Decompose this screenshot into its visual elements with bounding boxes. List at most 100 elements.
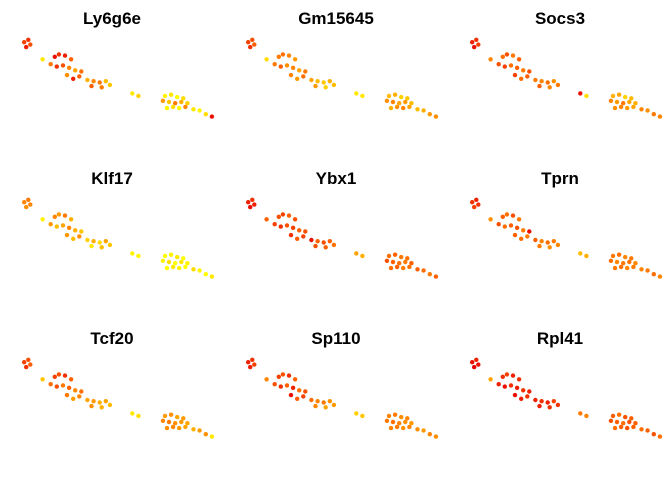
cell-point — [28, 202, 33, 207]
cell-point — [48, 61, 53, 67]
cell-point — [85, 397, 90, 403]
cell-point — [405, 256, 410, 261]
cell-point — [354, 251, 359, 256]
cell-point — [631, 264, 636, 270]
cell-point — [521, 228, 526, 233]
cell-point — [627, 259, 632, 265]
cell-point — [415, 107, 420, 112]
cell-point — [103, 399, 109, 404]
cell-point — [470, 40, 475, 45]
cell-point — [331, 82, 337, 88]
cell-point — [22, 40, 27, 45]
cell-point — [639, 427, 644, 432]
cell-point — [309, 397, 314, 403]
cell-point — [384, 98, 390, 104]
cell-point — [621, 421, 626, 426]
cell-point — [386, 93, 392, 99]
cell-point — [508, 223, 514, 228]
cell-point — [415, 267, 420, 272]
cell-point — [407, 424, 412, 430]
cell-point — [386, 253, 392, 259]
cell-point — [26, 37, 31, 42]
cell-point — [209, 434, 215, 439]
cell-point — [633, 101, 638, 106]
cell-point — [181, 416, 186, 421]
cell-point — [71, 396, 76, 401]
cell-point — [360, 413, 365, 419]
cell-point — [651, 432, 656, 437]
cell-point — [629, 96, 634, 101]
cell-point — [248, 204, 253, 210]
cell-point — [539, 239, 544, 244]
cell-point — [66, 65, 72, 71]
cell-point — [62, 213, 68, 218]
cell-point — [612, 425, 618, 431]
cell-point — [280, 52, 286, 57]
cell-point — [578, 251, 583, 256]
cell-point — [26, 197, 31, 202]
cell-point — [510, 373, 516, 378]
cell-point — [284, 223, 290, 228]
cell-point — [474, 37, 479, 42]
cell-point — [618, 264, 624, 270]
cell-point — [185, 261, 190, 266]
cell-point — [527, 229, 532, 234]
cell-point — [280, 372, 286, 377]
cell-point — [301, 74, 306, 79]
cell-point — [512, 72, 518, 78]
cell-point — [623, 414, 628, 420]
cell-point — [177, 425, 182, 431]
cell-point — [24, 44, 29, 50]
cell-point — [331, 402, 337, 408]
cell-point — [197, 428, 202, 433]
cell-point — [64, 72, 70, 78]
cell-point — [427, 272, 432, 277]
cell-point — [472, 204, 477, 210]
cell-point — [502, 64, 507, 69]
cell-point — [651, 272, 656, 277]
cell-point — [519, 396, 524, 401]
cell-point — [608, 418, 614, 423]
cell-point — [130, 251, 135, 256]
cell-point — [614, 259, 620, 265]
cell-point — [252, 202, 257, 207]
cell-point — [288, 72, 294, 78]
cell-point — [476, 42, 481, 47]
cell-point — [631, 424, 636, 430]
cell-point — [170, 264, 176, 270]
cell-point — [71, 236, 76, 241]
cell-point — [297, 228, 302, 233]
feature-panel-5: Ybx1 — [246, 169, 439, 279]
cell-point — [504, 52, 510, 57]
cell-point — [384, 418, 390, 423]
cell-point — [633, 421, 638, 426]
cell-point — [54, 224, 59, 229]
cell-point — [175, 254, 180, 260]
panel-title: Klf17 — [91, 169, 133, 188]
cell-point — [488, 57, 493, 62]
cell-point — [183, 104, 188, 110]
cell-point — [22, 200, 27, 205]
cell-point — [24, 364, 29, 370]
cell-point — [502, 224, 507, 229]
cell-point — [584, 93, 589, 99]
cell-point — [280, 212, 286, 217]
cell-point — [99, 405, 104, 410]
cell-point — [415, 427, 420, 432]
cell-point — [525, 394, 530, 399]
cell-point — [631, 104, 636, 110]
cell-point — [272, 61, 277, 67]
cell-point — [476, 362, 481, 367]
cell-point — [399, 414, 404, 420]
cell-point — [421, 108, 426, 113]
cell-point — [173, 261, 178, 266]
cell-point — [136, 253, 141, 259]
cell-point — [272, 382, 277, 387]
cell-point — [512, 392, 518, 398]
cell-point — [315, 399, 320, 404]
cell-point — [181, 256, 186, 261]
cell-point — [537, 83, 542, 89]
cell-point — [527, 389, 532, 394]
cell-point — [627, 99, 632, 105]
cell-point — [301, 394, 306, 399]
